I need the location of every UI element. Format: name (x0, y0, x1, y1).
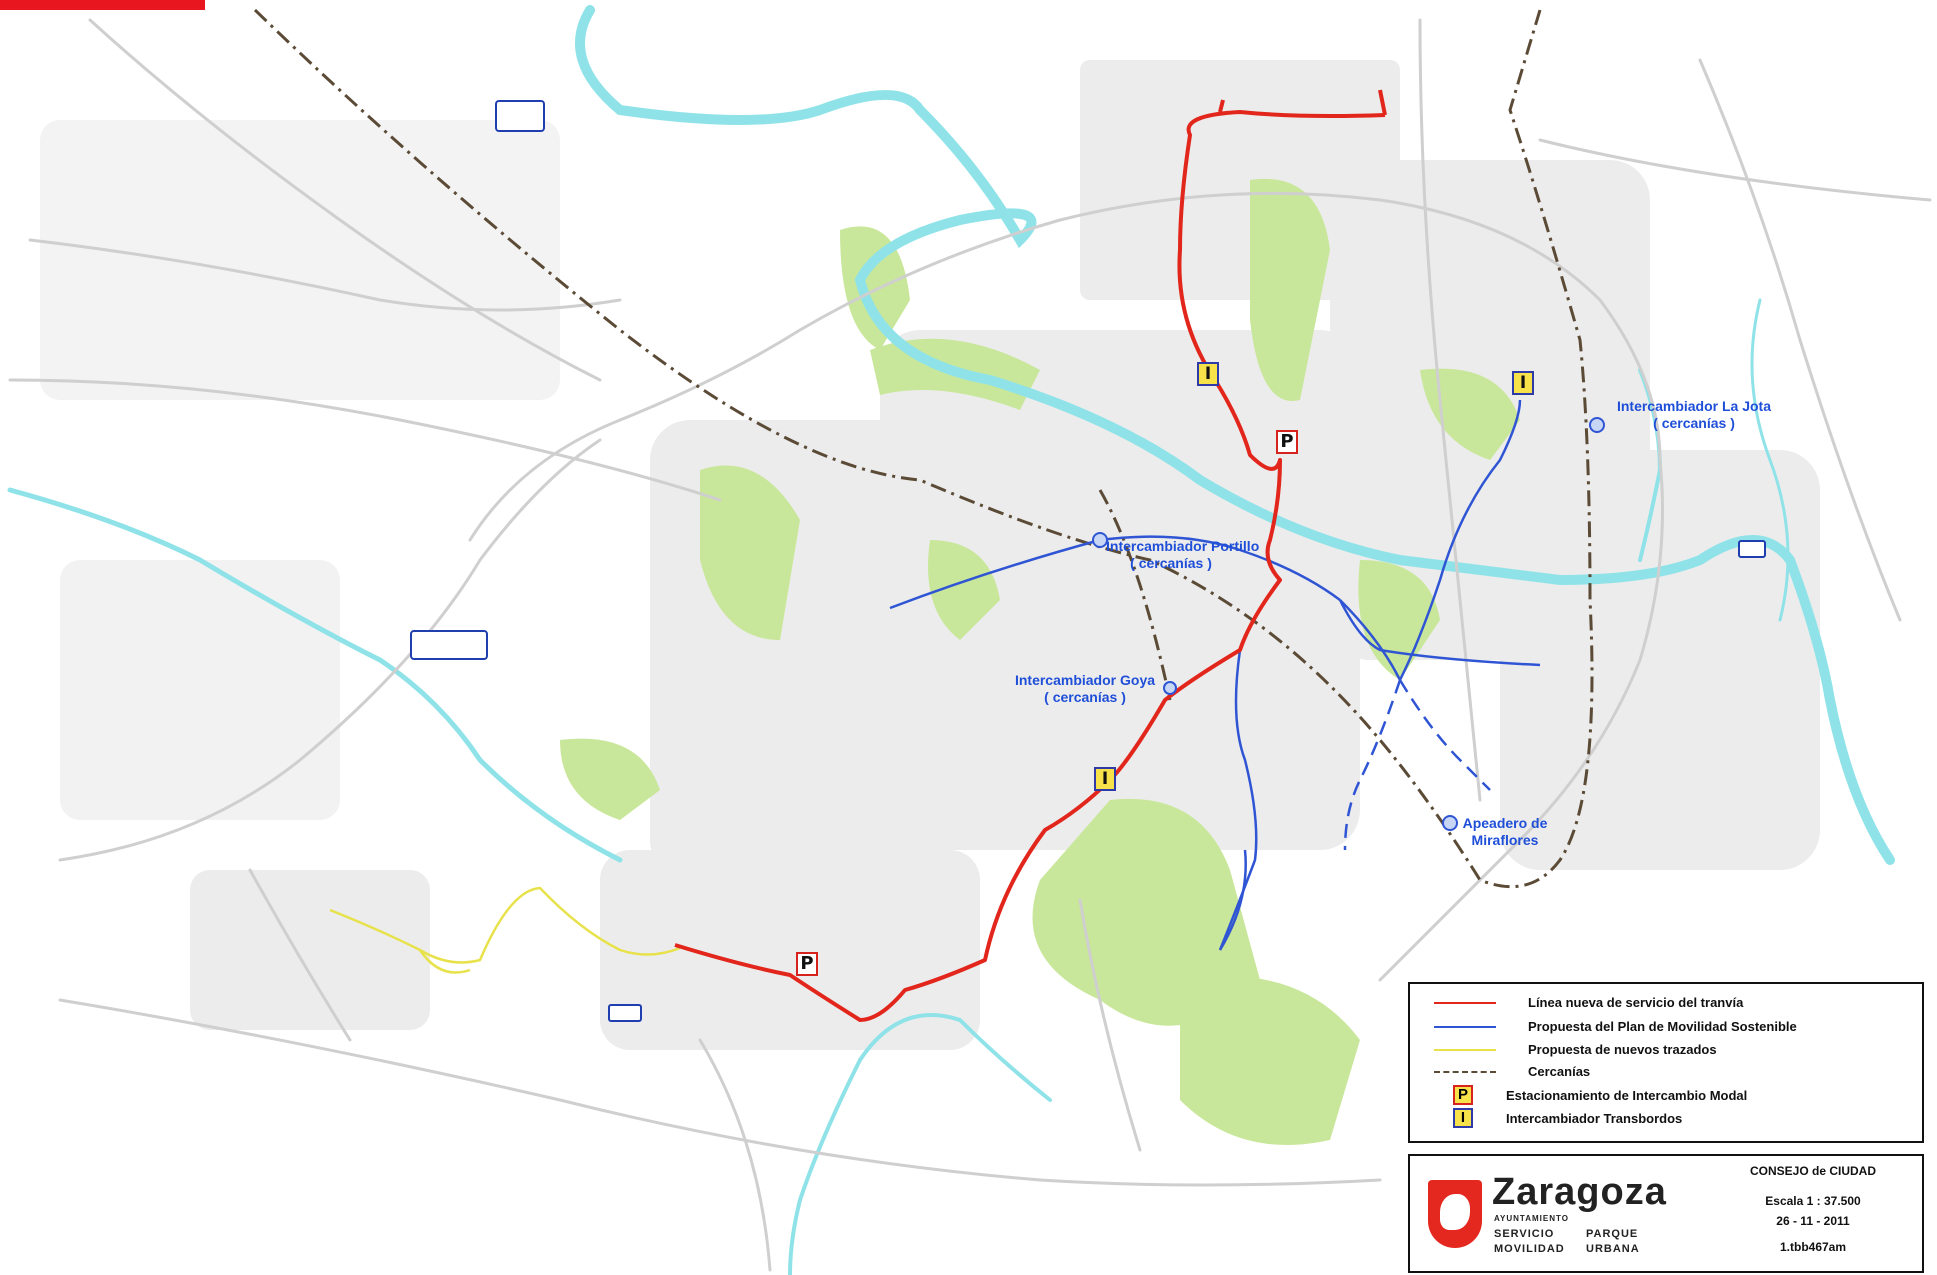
tram-line (674, 89, 1387, 1022)
map-legend: Línea nueva de servicio del tranvía Prop… (1408, 982, 1924, 1143)
road-shield-icon (410, 630, 488, 660)
zaragoza-crest-icon (1428, 1180, 1482, 1248)
title-heading: CONSEJO de CIUDAD (1749, 1164, 1877, 1178)
legend-item-new: Propuesta de nuevos trazados (1420, 1039, 1717, 1059)
city-name: Zaragoza (1492, 1171, 1667, 1213)
date-text: 26 - 11 - 2011 (1776, 1214, 1850, 1228)
new-routes (329, 886, 681, 974)
interchange-marker-icon: I (1512, 371, 1534, 395)
scale-text: Escala 1 : 37.500 (1765, 1194, 1861, 1208)
legend-item-tram: Línea nueva de servicio del tranvía (1420, 992, 1743, 1012)
interchange-points (1092, 417, 1605, 831)
road-shield-icon (495, 100, 545, 132)
corner-tab (0, 0, 205, 10)
legend-label: Estacionamiento de Intercambio Modal (1506, 1087, 1748, 1103)
parking-marker-icon: P (796, 952, 818, 976)
legend-label: Propuesta del Plan de Movilidad Sostenib… (1528, 1018, 1797, 1034)
road-shield-icon (608, 1004, 642, 1022)
interchange-marker-icon: I (1453, 1108, 1473, 1128)
parking-marker-icon: P (1276, 430, 1298, 454)
rivers (7, 5, 1895, 1275)
road-network (8, 18, 1932, 1272)
interchange-marker-icon: I (1197, 362, 1219, 386)
legend-item-parking: P Estacionamiento de Intercambio Modal (1420, 1085, 1747, 1105)
legend-item-plan: Propuesta del Plan de Movilidad Sostenib… (1420, 1016, 1797, 1036)
legend-label: Propuesta de nuevos trazados (1528, 1041, 1717, 1057)
interchange-label-portillo: Intercambiador Portillo( cercanías ) (1106, 538, 1260, 571)
legend-label: Línea nueva de servicio del tranvía (1528, 994, 1744, 1010)
dept-line: MOVILIDAD (1494, 1243, 1565, 1255)
dept-line: SERVICIO (1494, 1228, 1555, 1240)
legend-item-interchange: I Intercambiador Transbordos (1420, 1108, 1682, 1128)
dept-line: URBANA (1586, 1243, 1640, 1255)
plan-lines (889, 399, 1541, 951)
sheet-id: 1.tbb467am (1779, 1240, 1847, 1254)
interchange-marker-icon: I (1094, 767, 1116, 791)
city-subtitle: AYUNTAMIENTO (1494, 1214, 1569, 1223)
road-shield-icon (1738, 540, 1766, 558)
green-areas (560, 178, 1520, 1145)
parking-marker-icon: P (1453, 1085, 1473, 1105)
dept-line: PARQUE (1586, 1228, 1639, 1240)
title-block: Zaragoza AYUNTAMIENTO SERVICIO PARQUE MO… (1408, 1154, 1924, 1273)
interchange-label-la-jota: Intercambiador La Jota( cercanías ) (1616, 398, 1772, 431)
legend-label: Cercanías (1528, 1063, 1591, 1079)
legend-swatch (1420, 992, 1506, 1012)
legend-label: Intercambiador Transbordos (1506, 1110, 1683, 1126)
cercanias-railway (253, 8, 1594, 889)
legend-item-cercanias: Cercanías (1420, 1061, 1590, 1081)
legend-swatch (1420, 1061, 1506, 1081)
legend-swatch (1420, 1039, 1506, 1059)
interchange-label-goya: Intercambiador Goya( cercanías ) (1014, 672, 1156, 705)
legend-swatch (1420, 1016, 1506, 1036)
